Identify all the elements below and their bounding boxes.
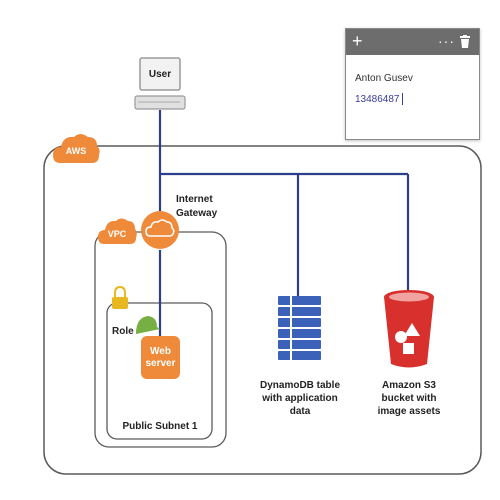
dynamodb-label-line3: data: [289, 406, 311, 417]
vpc-cloud-icon: [98, 218, 137, 244]
s3-label-line3: image assets: [377, 406, 441, 417]
plus-icon[interactable]: +: [352, 31, 363, 51]
text-cursor: [402, 93, 403, 105]
bucket-icon: [384, 290, 434, 368]
vpc-label: VPC: [107, 229, 127, 239]
role-label: Role: [112, 326, 134, 337]
computer-icon: [134, 57, 186, 110]
note-id-text[interactable]: 13486487: [355, 94, 400, 105]
role-icon: [136, 316, 160, 334]
gateway-label-line1: Internet: [176, 194, 213, 205]
internet-gateway-icon: [141, 211, 179, 249]
connection-lines: [158, 110, 410, 345]
s3-label-line2: bucket with: [381, 393, 437, 404]
more-icon[interactable]: ···: [438, 33, 455, 49]
web-server-label-line2: server: [145, 358, 176, 369]
dynamodb-label-line1: DynamoDB table: [259, 380, 340, 391]
trash-icon[interactable]: [460, 35, 470, 48]
table-icon: [278, 296, 321, 360]
cloud-icon: [145, 219, 175, 237]
aws-boundary: [43, 145, 482, 475]
subnet-label: Public Subnet 1: [122, 421, 198, 432]
s3-label-line1: Amazon S3: [382, 380, 436, 391]
user-label: User: [148, 69, 172, 80]
aws-cloud-icon: [53, 134, 100, 163]
gateway-label-line2: Gateway: [176, 208, 218, 219]
note-name-text[interactable]: Anton Gusev: [355, 73, 413, 84]
note-toolbar: + ···: [346, 29, 479, 55]
web-server-label-line1: Web: [150, 346, 171, 357]
lock-icon: [112, 285, 128, 309]
dynamodb-label-line2: with application: [262, 393, 338, 404]
sticky-note[interactable]: + ··· Anton Gusev 13486487: [345, 28, 480, 140]
web-server-box: [141, 336, 180, 379]
aws-label: AWS: [65, 146, 87, 156]
